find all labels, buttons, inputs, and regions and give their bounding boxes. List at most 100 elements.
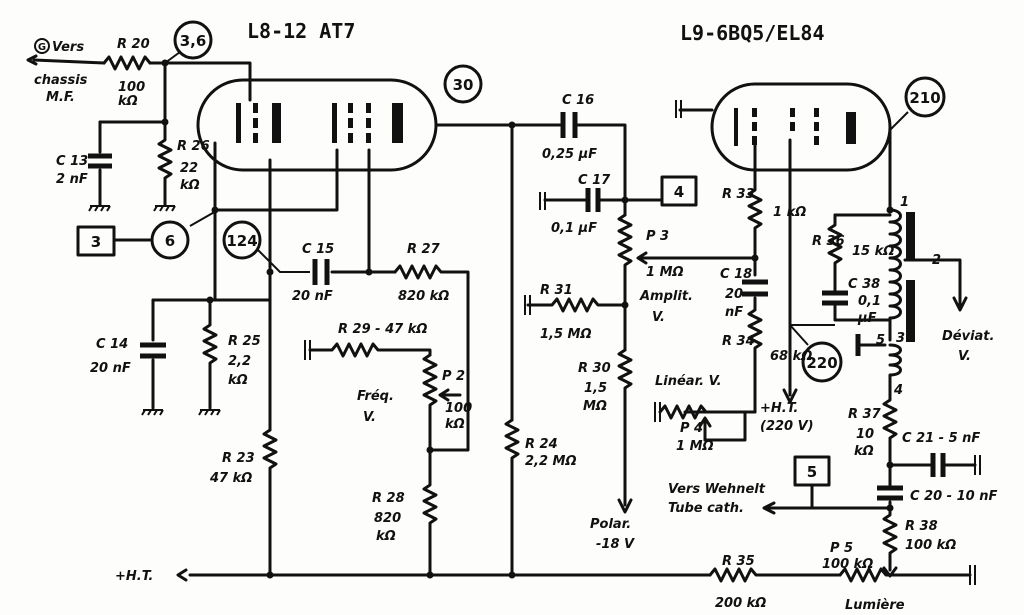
label-tap-1: 1	[900, 195, 909, 210]
label-r28-unit: kΩ	[376, 529, 396, 544]
label-r36-val: 15 kΩ	[852, 244, 894, 259]
test-point-30: 30	[443, 64, 483, 104]
label-r33: R 33	[722, 187, 755, 202]
label-ht-bottom: +H.T.	[115, 569, 153, 584]
label-r37-val: 10	[856, 427, 874, 442]
svg-text:5: 5	[807, 463, 817, 481]
label-r23: R 23	[222, 451, 255, 466]
label-r37-unit: kΩ	[854, 444, 874, 459]
label-r35-val: 200 kΩ	[715, 596, 766, 611]
label-r30: R 30	[578, 361, 611, 376]
tube-title-left: L8-12 AT7	[247, 19, 355, 43]
test-point-3-6: 3,6	[173, 20, 213, 60]
label-p3: P 3	[646, 229, 669, 244]
label-tap-3: 3	[896, 331, 905, 346]
label-p2-unit: kΩ	[445, 417, 465, 432]
label-r29: R 29 - 47 kΩ	[338, 322, 427, 337]
label-r27: R 27	[407, 242, 441, 257]
label-c13: C 13	[56, 154, 88, 169]
box-4: 4	[660, 175, 698, 207]
svg-text:220: 220	[806, 354, 837, 372]
label-r30-val: 1,5	[584, 381, 607, 396]
label-c18-unit: nF	[725, 305, 743, 320]
label-p3-val: 1 MΩ	[646, 265, 684, 280]
label-c20: C 20 - 10 nF	[910, 489, 997, 504]
label-c21: C 21 - 5 nF	[902, 431, 980, 446]
label-vers-a: Vers	[52, 40, 84, 55]
svg-text:30: 30	[453, 76, 474, 94]
label-freq-v: V.	[363, 410, 376, 425]
label-tap-4: 4	[893, 383, 903, 398]
g-icon: G	[38, 42, 46, 53]
svg-text:124: 124	[226, 232, 257, 250]
component-labels: G Vers chassis M.F. R 20 100 kΩ C 13 2 n…	[34, 37, 997, 613]
label-r25: R 25	[228, 334, 261, 349]
label-c14: C 14	[96, 337, 128, 352]
box-3: 3	[76, 225, 116, 257]
label-c38-val: 0,1	[858, 294, 881, 309]
label-c17: C 17	[578, 173, 611, 188]
label-c18-val: 20	[725, 287, 743, 302]
svg-text:4: 4	[674, 183, 684, 201]
box-5: 5	[793, 455, 831, 487]
label-deviat: Déviat.	[942, 329, 994, 344]
label-r34-val: 68 kΩ	[770, 349, 812, 364]
label-c15-val: 20 nF	[292, 289, 333, 304]
label-r28-val: 820	[374, 511, 401, 526]
label-c17-val: 0,1 µF	[551, 221, 597, 236]
svg-text:3: 3	[91, 233, 101, 251]
label-ht: +H.T.	[760, 401, 798, 416]
wiring-right	[524, 100, 981, 578]
label-r24: R 24	[525, 437, 558, 452]
label-r20-unit: kΩ	[118, 94, 138, 109]
label-c18: C 18	[720, 267, 752, 282]
label-r25-unit: kΩ	[228, 373, 248, 388]
label-p2-val: 100	[445, 401, 472, 416]
tube-12at7	[196, 78, 438, 172]
label-linear: Linéar. V.	[655, 374, 722, 389]
label-ht-val: (220 V)	[760, 419, 814, 434]
label-c13-val: 2 nF	[56, 172, 88, 187]
wiring-left	[26, 51, 976, 585]
label-r28: R 28	[372, 491, 405, 506]
label-amplit-v: V.	[652, 310, 665, 325]
label-r24-val: 2,2 MΩ	[525, 454, 577, 469]
label-r20-val: 100	[118, 80, 145, 95]
label-r38: R 38	[905, 519, 938, 534]
label-deviat-v: V.	[958, 349, 971, 364]
label-c38-unit: µF	[857, 311, 877, 326]
label-lumiere: Lumière	[845, 598, 905, 613]
label-r23-val: 47 kΩ	[209, 471, 252, 486]
svg-text:6: 6	[165, 232, 175, 250]
label-tube-cath: Tube cath.	[668, 501, 744, 516]
label-polar: Polar.	[590, 517, 631, 532]
label-amplit: Amplit.	[639, 289, 693, 304]
label-r35: R 35	[722, 554, 755, 569]
label-r25-val: 2,2	[228, 354, 251, 369]
label-r20: R 20	[117, 37, 150, 52]
label-r36: R 36	[812, 234, 845, 249]
label-r31-val: 1,5 MΩ	[540, 327, 592, 342]
label-c14-val: 20 nF	[90, 361, 131, 376]
label-r31: R 31	[540, 283, 573, 298]
label-c15: C 15	[302, 242, 334, 257]
label-p5: P 5	[830, 541, 853, 556]
label-r33-val: 1 kΩ	[773, 205, 806, 220]
label-c16-val: 0,25 µF	[542, 147, 597, 162]
junction-dots	[161, 59, 894, 579]
svg-text:3,6: 3,6	[180, 32, 207, 50]
label-r34: R 34	[722, 334, 755, 349]
label-r26-unit: kΩ	[180, 178, 200, 193]
label-tap-5: 5	[876, 333, 885, 348]
label-chassis: chassis	[34, 73, 88, 88]
label-p5-val: 100 kΩ	[822, 557, 873, 572]
label-c16: C 16	[562, 93, 594, 108]
test-point-124: 124	[222, 220, 262, 260]
test-point-220: 220	[801, 341, 843, 383]
label-r27-val: 820 kΩ	[398, 289, 449, 304]
label-p2: P 2	[442, 369, 465, 384]
svg-text:210: 210	[909, 89, 940, 107]
label-c38: C 38	[848, 277, 880, 292]
label-r26: R 26	[177, 139, 210, 154]
